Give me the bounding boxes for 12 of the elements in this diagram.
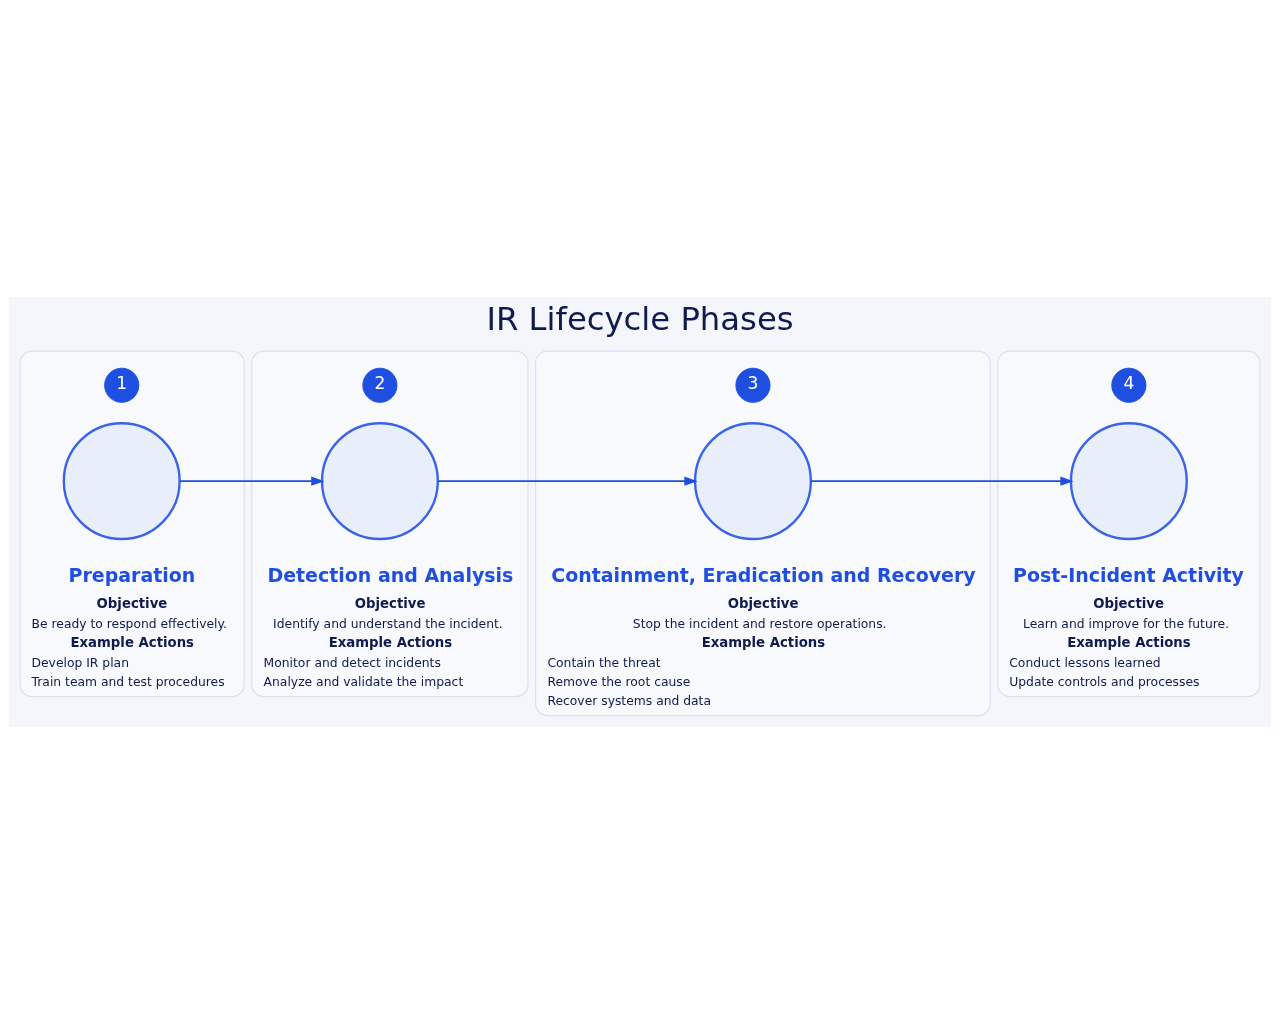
- node-circle: 4: [1111, 367, 1147, 403]
- node-circle: [1069, 422, 1188, 541]
- node-circle: [62, 422, 181, 541]
- node-circle: 1: [104, 367, 140, 403]
- node-circle: 2: [362, 367, 398, 403]
- arrow: [810, 476, 1074, 486]
- arrow: [436, 476, 698, 486]
- node-circle: 3: [735, 367, 771, 403]
- arrow: [178, 476, 325, 486]
- node-circle: [320, 422, 439, 541]
- node-circle: [693, 422, 813, 541]
- diagram-title: IR Lifecycle Phases: [486, 300, 794, 339]
